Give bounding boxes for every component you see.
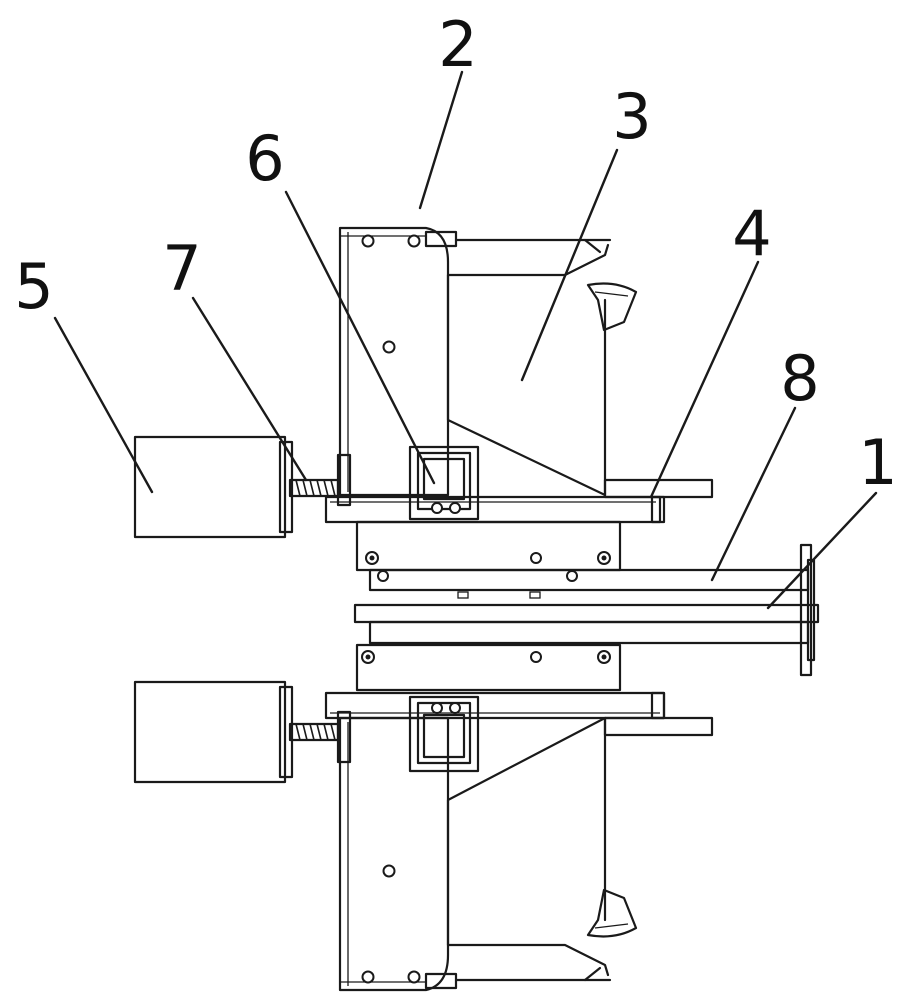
callout-label-1: 1	[858, 426, 897, 499]
leader-7	[191, 296, 308, 482]
leader-6	[284, 190, 436, 485]
upper-rail	[324, 495, 666, 524]
callout-label-4: 4	[732, 197, 771, 270]
leader-lines	[53, 70, 878, 610]
upper-hopper	[446, 238, 714, 499]
callout-label-6: 6	[245, 122, 284, 195]
callout-label-8: 8	[780, 342, 819, 415]
leader-8	[710, 406, 797, 582]
callout-labels: 2 3 6 4 5 7 8 1	[14, 8, 897, 499]
lower-rail	[324, 691, 714, 737]
callout-label-3: 3	[612, 80, 651, 153]
upper-carriage	[355, 520, 622, 572]
leader-4	[649, 260, 760, 499]
upper-frame-plate	[338, 226, 458, 497]
upper-motor	[133, 435, 352, 539]
upper-slide-block	[408, 445, 480, 521]
lower-motor	[133, 680, 352, 784]
lower-slide-block	[408, 695, 480, 773]
lower-frame-plate	[338, 716, 458, 992]
callout-label-7: 7	[162, 232, 201, 305]
leader-2	[418, 70, 464, 210]
leader-3	[520, 148, 619, 382]
callout-label-5: 5	[14, 250, 53, 323]
callout-label-2: 2	[438, 8, 477, 81]
lower-carriage	[355, 643, 622, 692]
lower-hopper	[446, 716, 638, 982]
leader-1	[766, 491, 878, 610]
central-track	[353, 543, 820, 677]
leader-5	[53, 316, 154, 494]
